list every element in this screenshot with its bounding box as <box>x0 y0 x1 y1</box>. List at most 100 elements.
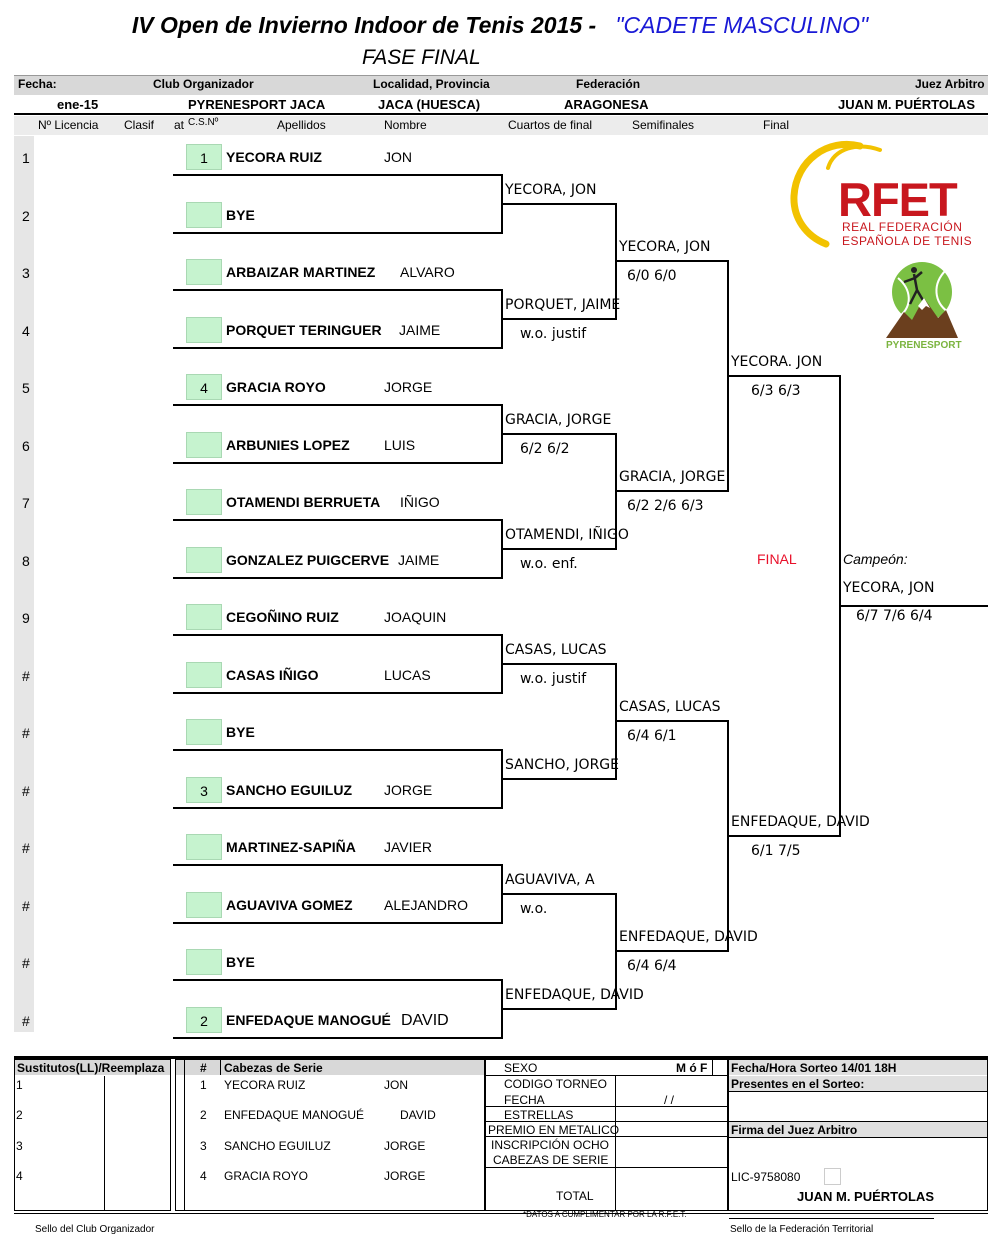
row-number: 5 <box>22 380 30 396</box>
label-juez: Juez Arbitro <box>915 77 985 91</box>
player-first-name: JON <box>384 149 412 165</box>
row-number: # <box>22 898 30 914</box>
seed-number: 4 <box>200 1169 207 1183</box>
player-surname: OTAMENDI BERRUETA <box>226 494 381 510</box>
seed-box <box>186 259 222 285</box>
col-final: Final <box>763 118 790 132</box>
codigo-label: CODIGO TORNEO <box>504 1077 607 1091</box>
r1-winner: ENFEDAQUE, DAVID <box>505 987 644 1003</box>
row-number: # <box>22 955 30 971</box>
player-first-name: DAVID <box>401 1012 449 1029</box>
champion-name: YECORA, JON <box>843 580 935 596</box>
cabezas-box <box>175 1059 485 1211</box>
r1-winner: YECORA, JON <box>505 182 597 198</box>
row-number: 9 <box>22 610 30 626</box>
draw-line <box>173 979 503 981</box>
seed-surname: GRACIA ROYO <box>224 1169 309 1183</box>
player-surname: CEGOÑINO RUIZ <box>226 609 339 625</box>
mof-label: M ó F <box>676 1061 708 1075</box>
col-nombre: Nombre <box>384 118 427 132</box>
page-title: IV Open de Invierno Indoor de Tenis 2015… <box>0 12 1000 39</box>
row-number-strip <box>14 136 34 1032</box>
torneo-box <box>485 1059 728 1211</box>
r1-winner: GRACIA, JORGE <box>505 412 612 428</box>
player-surname: ENFEDAQUE MANOGUÉ <box>226 1012 391 1028</box>
seed-box: 1 <box>186 144 222 170</box>
fecha-sorteo: Fecha/Hora Sorteo 14/01 18H <box>731 1061 897 1075</box>
header-band <box>14 75 988 95</box>
datos-note: *DATOS A CUMPLIMENTAR POR LA R.F.E.T. <box>523 1210 687 1219</box>
player-surname: AGUAVIVA GOMEZ <box>226 897 353 913</box>
player-first-name: ALEJANDRO <box>384 897 469 913</box>
r1-winner: SANCHO, JORGE <box>505 757 619 773</box>
row-number: # <box>22 1013 30 1029</box>
inscripcion-label-2: CABEZAS DE SERIE <box>493 1153 609 1167</box>
mountain-tennis-icon <box>886 262 958 338</box>
value-juez: JUAN M. PUÉRTOLAS <box>838 97 975 112</box>
seed-first-name: DAVID <box>400 1108 436 1122</box>
lic-number: LIC-9758080 <box>731 1170 801 1184</box>
quarter-winner: CASAS, LUCAS <box>619 699 721 715</box>
row-number: 7 <box>22 495 30 511</box>
r1-score: 6/2 6/2 <box>520 441 570 457</box>
value-club: PYRENESPORT JACA <box>188 97 326 112</box>
final-label: FINAL <box>757 551 797 567</box>
semi-score: 6/1 7/5 <box>751 843 801 859</box>
player-first-name: JOAQUIN <box>384 609 447 625</box>
rfet-sub-1: REAL FEDERACIÓN <box>842 220 963 234</box>
value-localidad: JACA (HUESCA) <box>378 97 481 112</box>
sexo-label: SEXO <box>504 1061 538 1075</box>
row-number: # <box>22 840 30 856</box>
player-surname: PORQUET TERINGUER <box>226 322 382 338</box>
sust-num-4: 4 <box>16 1169 23 1183</box>
seed-box <box>186 317 222 343</box>
quarter-score: 6/4 6/4 <box>627 958 677 974</box>
value-fecha: ene-15 <box>57 97 99 112</box>
sorteo-box <box>728 1059 988 1211</box>
draw-line <box>173 749 503 751</box>
col-apellidos: Apellidos <box>277 118 326 132</box>
draw-line <box>173 807 503 809</box>
r1-winner: OTAMENDI, IÑIGO <box>505 527 629 543</box>
bracket-line <box>615 490 727 492</box>
row-number: 3 <box>22 265 30 281</box>
seed-box: 3 <box>186 777 222 803</box>
draw-line <box>173 347 503 349</box>
quarter-winner: GRACIA, JORGE <box>619 469 726 485</box>
quarter-winner: ENFEDAQUE, DAVID <box>619 929 758 945</box>
draw-line <box>173 289 503 291</box>
r1-score: w.o. justif <box>520 326 587 342</box>
row-number: 4 <box>22 323 30 339</box>
sust-num-3: 3 <box>16 1139 23 1153</box>
player-surname: CASAS IÑIGO <box>226 667 319 683</box>
estrellas-label: ESTRELLAS <box>504 1108 574 1122</box>
hash-label: # <box>200 1061 207 1075</box>
bracket-line <box>501 893 615 895</box>
r1-winner: AGUAVIVA, A <box>505 872 595 888</box>
seed-surname: ENFEDAQUE MANOGUÉ <box>224 1108 365 1122</box>
player-first-name: JORGE <box>384 379 433 395</box>
tennis-ball-icon <box>790 141 882 248</box>
r1-winner: PORQUET, JAIME <box>505 297 621 313</box>
player-surname: ARBAIZAR MARTINEZ <box>226 264 376 280</box>
player-first-name: IÑIGO <box>400 494 440 510</box>
player-first-name: LUCAS <box>384 667 431 683</box>
row-number: 2 <box>22 208 30 224</box>
seed-surname: YECORA RUIZ <box>224 1078 306 1092</box>
draw-line <box>173 404 503 406</box>
seed-box <box>186 892 222 918</box>
title-main: IV Open de Invierno Indoor de Tenis 2015… <box>131 12 597 38</box>
semi-winner: YECORA. JON <box>731 354 823 370</box>
quarter-score: 6/2 2/6 6/3 <box>627 498 704 514</box>
bracket-line <box>501 433 615 435</box>
lic-checkbox <box>824 1168 841 1185</box>
col-clasif: Clasif <box>124 118 155 132</box>
champion-line <box>839 605 988 607</box>
player-surname: SANCHO EGUILUZ <box>226 782 352 798</box>
label-fecha: Fecha: <box>18 77 57 91</box>
player-surname: BYE <box>226 954 255 970</box>
draw-line <box>173 462 503 464</box>
label-localidad: Localidad, Provincia <box>373 77 490 91</box>
total-label: TOTAL <box>556 1189 594 1203</box>
player-first-name: ALVARO <box>400 264 455 280</box>
